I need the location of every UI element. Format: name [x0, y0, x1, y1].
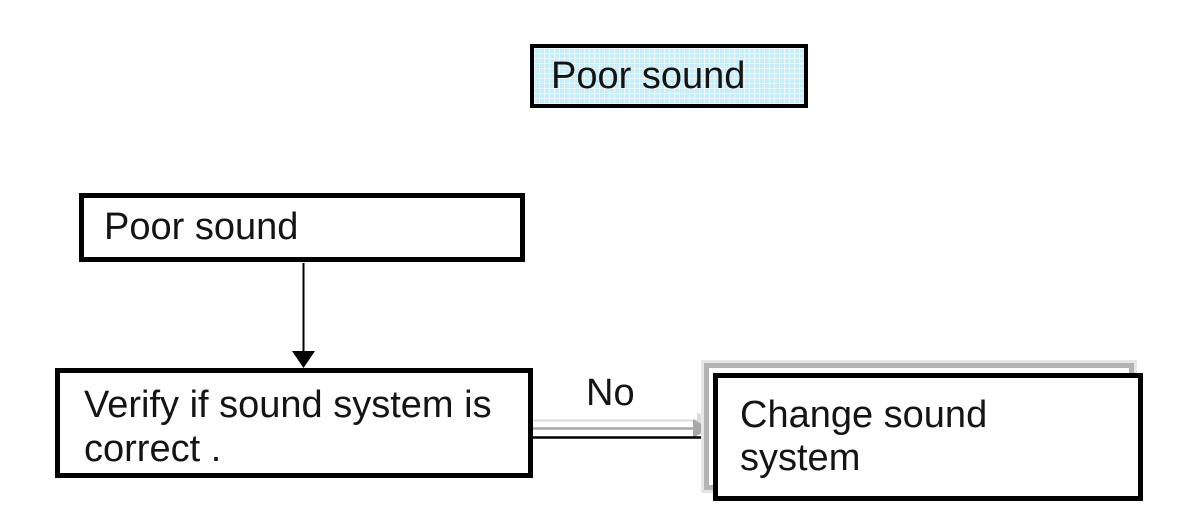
node-label: Poor sound [551, 54, 746, 97]
node-poor-sound-title: Poor sound [530, 44, 808, 108]
node-label: Poor sound [104, 206, 299, 248]
arrow-down [292, 263, 315, 368]
node-verify-sound-system: Verify if sound system is correct . [55, 368, 533, 478]
arrow-no [530, 427, 718, 448]
arrow-no-shadow-light [506, 412, 711, 429]
node-poor-sound: Poor sound [79, 193, 525, 262]
arrow-no-shadow [506, 419, 709, 438]
node-label-line: system [740, 437, 861, 479]
node-label-line: Verify if sound system is [84, 384, 492, 426]
edge-label-no: No [586, 372, 635, 414]
node-label-line: correct . [84, 428, 222, 470]
node-change-sound-system: Change sound system [713, 373, 1143, 501]
node-label-line: Change sound [740, 394, 988, 436]
